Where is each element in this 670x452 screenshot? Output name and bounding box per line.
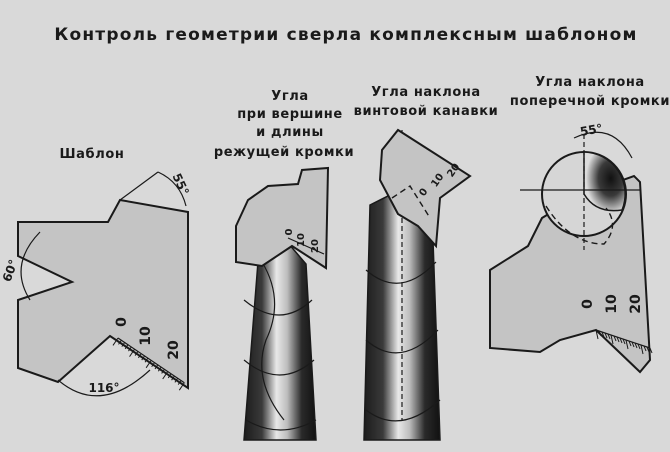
chisel-scale-tick [634, 342, 638, 349]
chisel-angle-panel: Угла наклона поперечной кромки 55° 0 10 … [489, 75, 670, 374]
angle-55-label: 55° [169, 171, 191, 197]
chisel-scale-tick [649, 347, 653, 354]
chisel-scale-tick [637, 343, 641, 350]
template-scale-tick [161, 369, 165, 374]
tip-scale-ten: 10 [296, 233, 307, 247]
tip-caption-line3: и длины [256, 125, 324, 140]
drill-flutes-1 [243, 299, 317, 431]
angle-55-line [119, 171, 159, 201]
template-scale-tick [134, 351, 139, 356]
template-scale-tick [124, 344, 129, 350]
chisel-scale-tick [625, 339, 629, 350]
helix-dashed-line [391, 185, 431, 219]
template-scale-tick [154, 364, 159, 370]
template-scale-tick [118, 339, 122, 345]
template-scale-tick [144, 357, 149, 363]
chisel-caption-line1: Угла наклона [535, 75, 645, 90]
template-scale-tick [128, 346, 132, 352]
chisel-dashed-arc [545, 205, 614, 245]
tip-angle-panel: Угла при вершине и длины режущей кромки … [214, 89, 354, 441]
chisel-scale-tick [595, 329, 599, 340]
chisel-scale-tick [643, 345, 647, 352]
template-scale-tick [157, 366, 162, 372]
template-scale-tick [112, 337, 119, 346]
helix-angle-panel: Угла наклона винтовой канавки 0 10 20 [354, 85, 499, 441]
helix-caption-line1: Угла наклона [371, 85, 481, 100]
tip-caption-line2: при вершине [237, 107, 343, 122]
template-scale-tick [141, 355, 145, 361]
chisel-scale-tick [610, 334, 614, 345]
template-scale [112, 337, 185, 391]
template-scale-tick [177, 380, 182, 385]
template-caption: Шаблон [60, 147, 125, 162]
template-scale-tick [171, 375, 175, 381]
tip-scale-twenty: 20 [310, 239, 321, 253]
template-scale-tick [138, 353, 142, 359]
template-plate [17, 198, 189, 390]
scale-zero-label: 0 [114, 317, 130, 327]
template-scale-tick [162, 371, 169, 380]
chisel-scale-ten: 10 [604, 294, 620, 314]
chisel-scale-tick [628, 340, 632, 347]
chisel-scale-tick [619, 337, 623, 344]
scale-twenty-label: 20 [166, 340, 182, 360]
tip-scale-line [287, 237, 325, 255]
diagram-title: Контроль геометрии сверла комплексным ша… [54, 25, 637, 45]
template-scale-tick [167, 373, 172, 379]
scale-ten-label: 10 [138, 326, 154, 346]
chisel-scale-zero: 0 [580, 299, 596, 309]
angle-60-label: 60° [0, 258, 21, 284]
template-panel: Шаблон 60° 55° 116° 0 10 20 [0, 147, 192, 397]
helix-template-plate [378, 128, 472, 249]
drill-flutes-2 [365, 261, 441, 422]
tip-caption-line4: режущей кромки [214, 145, 354, 160]
chisel-scale-tick [601, 331, 605, 338]
chisel-scale-tick [622, 338, 626, 345]
template-scale-tick [151, 362, 155, 368]
chisel-scale-tick [640, 344, 644, 355]
drill-body-1 [243, 234, 317, 441]
angle-55-arc [157, 171, 187, 207]
chisel-scale-ticks [595, 329, 653, 355]
template-scale-tick [174, 377, 179, 383]
template-scale-tick [129, 348, 135, 357]
chisel-scale-tick [646, 346, 650, 353]
chisel-scale-tick [631, 341, 635, 348]
tip-scale-zero: 0 [284, 228, 295, 235]
drill-helix-1 [261, 261, 285, 421]
chisel-scale-tick [607, 333, 611, 340]
template-scale-tick [145, 360, 152, 369]
chisel-caption-line2: поперечной кромки [510, 94, 670, 109]
chisel-scale-tick [604, 332, 608, 339]
chisel-angle-arc [573, 131, 633, 159]
chisel-scale-tick [616, 336, 620, 343]
drill-end-lip [583, 151, 626, 212]
helix-caption-line2: винтовой канавки [354, 104, 499, 119]
chisel-scale-twenty: 20 [628, 294, 644, 314]
chisel-angle-label: 55° [579, 121, 604, 139]
angle-60-arc [20, 231, 41, 301]
template-scale-tick [178, 382, 185, 391]
chisel-scale-tick [613, 335, 617, 342]
angle-116-arc [57, 369, 151, 397]
tip-caption-line1: Угла [271, 89, 309, 104]
chisel-scale-tick [598, 330, 602, 337]
angle-116-label: 116° [88, 381, 119, 395]
tip-template-plate [235, 166, 330, 270]
template-scale-tick [121, 342, 126, 347]
